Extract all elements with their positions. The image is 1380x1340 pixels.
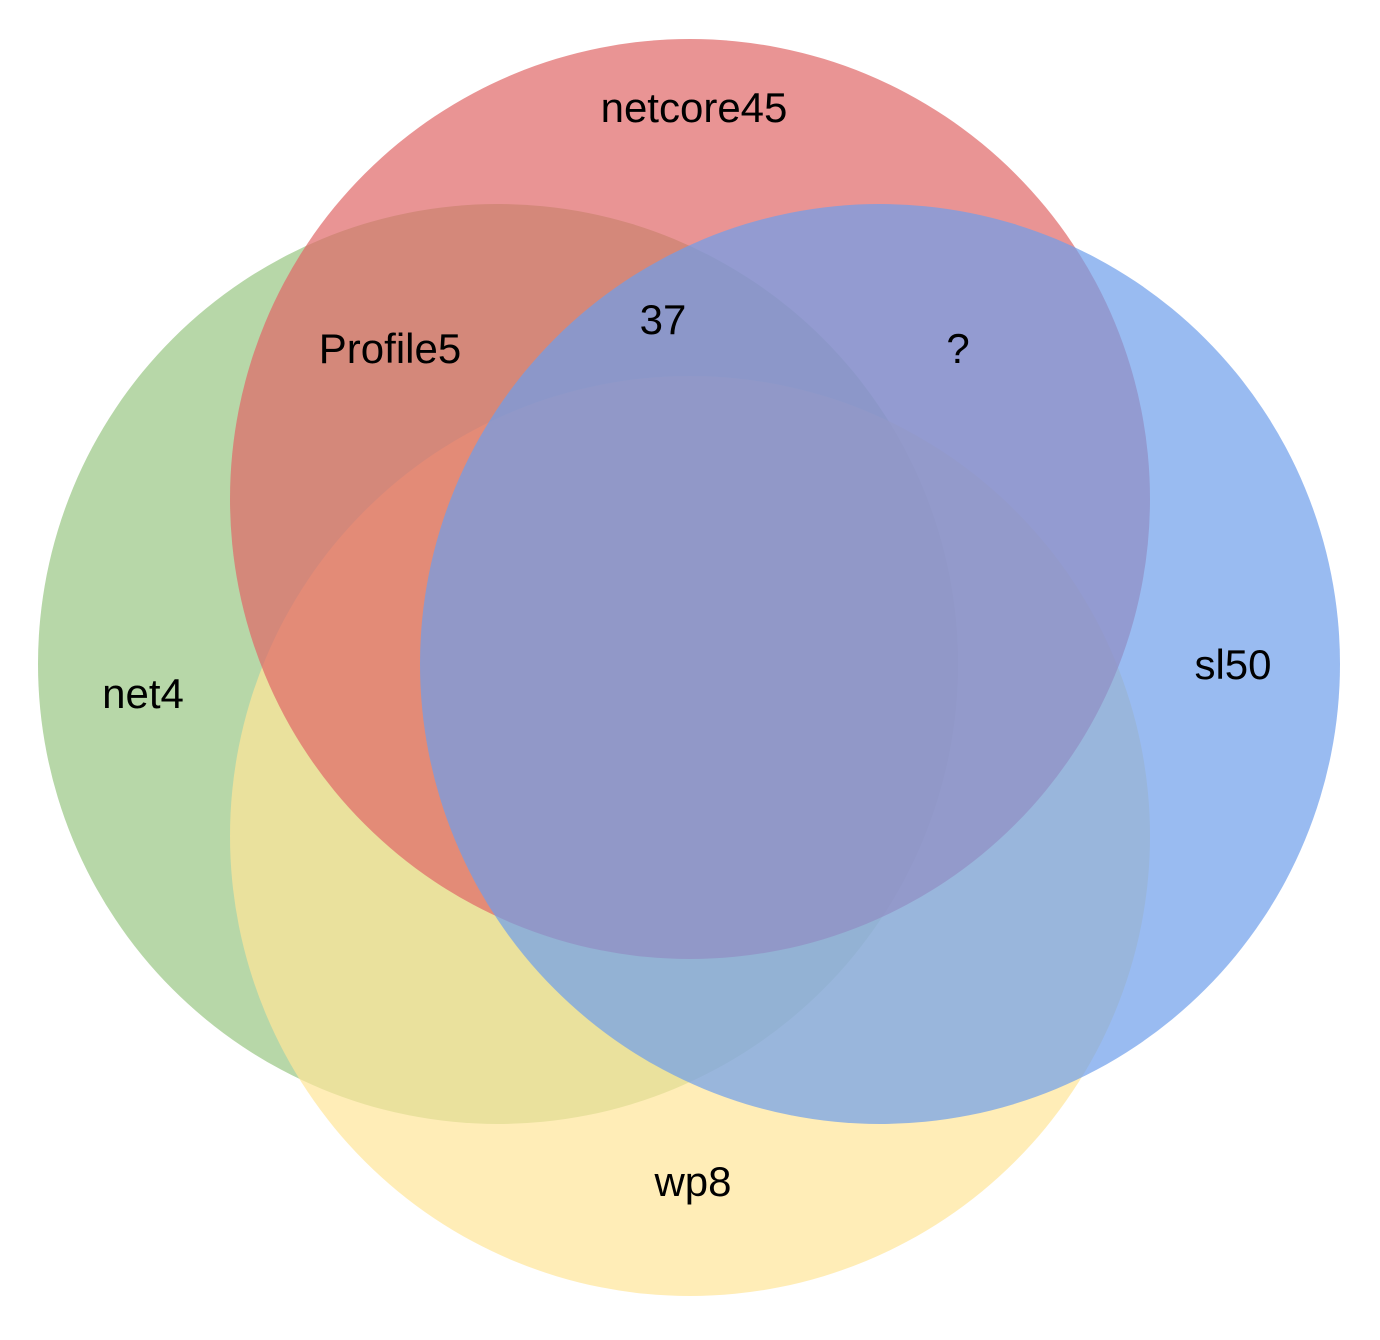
set-sl50-label: sl50: [1194, 641, 1271, 688]
set-wp8-label: wp8: [653, 1158, 731, 1205]
set-sl50-circle: [420, 204, 1340, 1124]
region-net4-netcore45-label: Profile5: [319, 325, 461, 372]
set-netcore45-label: netcore45: [601, 84, 788, 131]
region-net4-netcore45-sl50-label: 37: [640, 296, 687, 343]
set-net4-label: net4: [102, 670, 184, 717]
region-netcore45-sl50-label: ?: [946, 325, 969, 372]
